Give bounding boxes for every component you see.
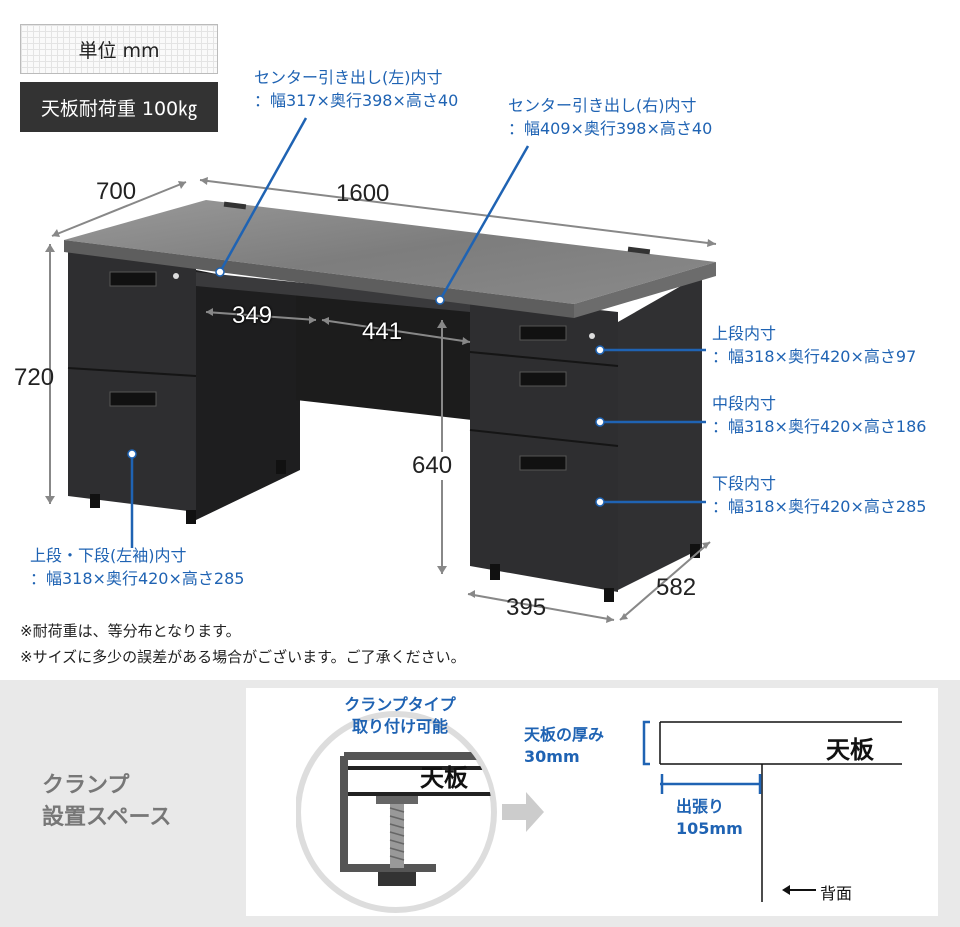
unit-label: 単位 mm xyxy=(20,24,218,74)
note-load: ※耐荷重は、等分布となります。 xyxy=(20,622,241,640)
clamp-top-label: 天板 xyxy=(420,764,468,792)
overhang-value: 105mm xyxy=(676,819,743,838)
callout-upper-title: 上段内寸 xyxy=(712,324,777,343)
callout-middle-dims: ：幅318×奥行420×高さ186 xyxy=(712,417,927,436)
callout-lower-dims: ：幅318×奥行420×高さ285 xyxy=(712,497,927,516)
clamp-type-line2: 取り付け可能 xyxy=(351,717,448,736)
callout-center-right-title: センター引き出し(右)内寸 xyxy=(508,96,697,115)
callout-middle: 中段内寸 ：幅318×奥行420×高さ186 xyxy=(712,392,926,438)
callout-center-left-title: センター引き出し(左)内寸 xyxy=(254,68,443,87)
callout-upper: 上段内寸 ：幅318×奥行420×高さ97 xyxy=(712,322,916,368)
clamp-illustration xyxy=(296,711,544,913)
dimension-width: 1600 xyxy=(336,180,390,207)
thickness-label: 天板の厚み 30mm xyxy=(524,724,604,768)
note-tolerance: ※サイズに多少の誤差がある場合がございます。ご了承ください。 xyxy=(20,648,466,666)
dimension-depth: 700 xyxy=(96,178,137,205)
desk-diagram-area: 単位 mm 天板耐荷重 100㎏ センター引き出し(左)内寸 ：幅317×奥行3… xyxy=(14,24,927,666)
dimension-center-left-width: 349 xyxy=(232,302,273,329)
clamp-type-label: クランプタイプ 取り付け可能 xyxy=(330,694,470,738)
clamp-space-diagram xyxy=(642,720,902,902)
clamp-section-title-line2: 設置スペース xyxy=(42,805,172,830)
dimension-leg-height: 640 xyxy=(410,452,455,480)
dimension-center-right-width: 441 xyxy=(362,318,403,345)
overhang-label: 出張り 105mm xyxy=(676,796,743,840)
clamp-section-title: クランプ 設置スペース xyxy=(42,770,171,834)
load-capacity-label: 天板耐荷重 100㎏ xyxy=(20,82,218,132)
clamp-space-top-label: 天板 xyxy=(826,736,874,764)
callout-center-right-dims: ：幅409×奥行398×高さ40 xyxy=(508,119,713,138)
callout-left-sleeve: 上段・下段(左袖)内寸 ：幅318×奥行420×高さ285 xyxy=(30,544,244,590)
overhang-title: 出張り xyxy=(676,797,725,816)
callout-center-left-dims: ：幅317×奥行398×高さ40 xyxy=(254,91,459,110)
dimension-height: 720 xyxy=(14,364,55,391)
clamp-section-title-line1: クランプ xyxy=(42,773,130,798)
dimension-pedestal-width: 395 xyxy=(506,594,547,621)
thickness-title: 天板の厚み xyxy=(524,725,605,744)
callout-center-right: センター引き出し(右)内寸 ：幅409×奥行398×高さ40 xyxy=(508,94,712,140)
desk-illustration xyxy=(45,117,717,623)
callout-lower: 下段内寸 ：幅318×奥行420×高さ285 xyxy=(712,472,926,518)
thickness-value: 30mm xyxy=(524,747,580,766)
callout-lower-title: 下段内寸 xyxy=(712,474,777,493)
callout-upper-dims: ：幅318×奥行420×高さ97 xyxy=(712,347,917,366)
callout-left-sleeve-dims: ：幅318×奥行420×高さ285 xyxy=(30,569,245,588)
dimension-pedestal-depth: 582 xyxy=(656,574,697,601)
clamp-type-line1: クランプタイプ xyxy=(344,695,456,714)
callout-left-sleeve-title: 上段・下段(左袖)内寸 xyxy=(30,546,187,565)
callout-middle-title: 中段内寸 xyxy=(712,394,777,413)
callout-center-left: センター引き出し(左)内寸 ：幅317×奥行398×高さ40 xyxy=(254,66,458,112)
back-label: 背面 xyxy=(820,884,853,903)
